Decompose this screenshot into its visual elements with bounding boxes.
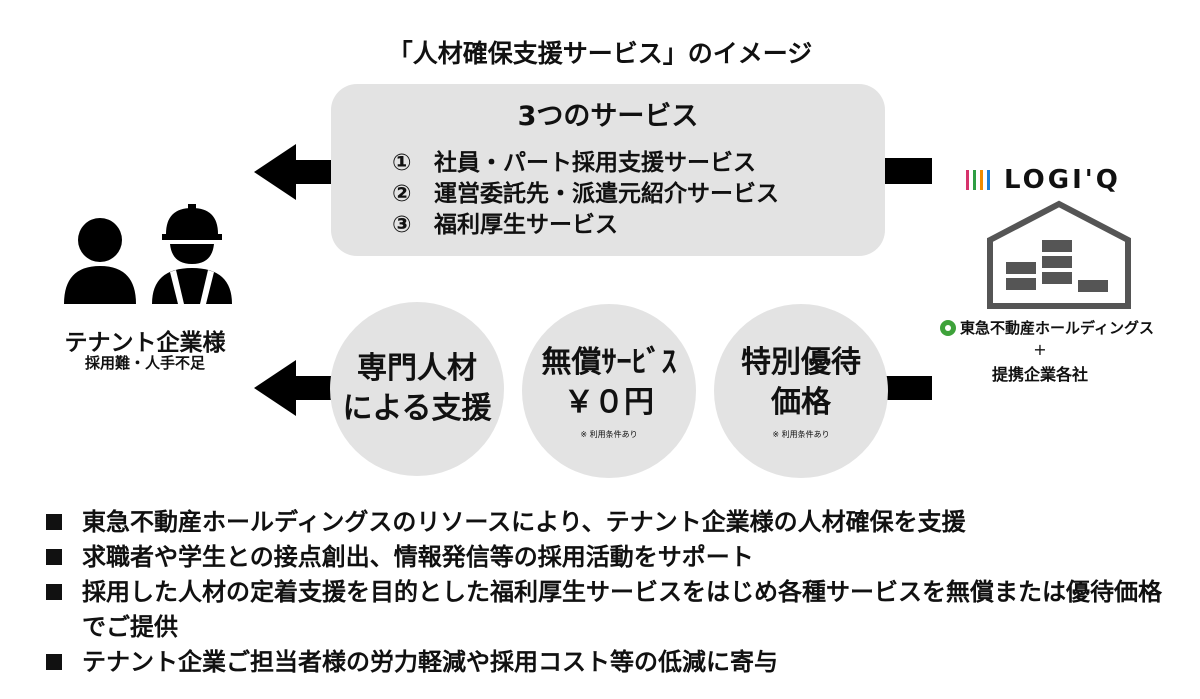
benefit-circle-special-price: 特別優待 価格 ※ 利用条件あり	[714, 304, 888, 478]
diagram-title: 「人材確保支援サービス」のイメージ	[387, 39, 813, 68]
warehouse-icon	[987, 200, 1131, 309]
tenant-people-icon	[64, 204, 232, 304]
logiq-logo: LOGI'Q	[966, 165, 1121, 195]
services-arrow	[254, 144, 932, 200]
services-box	[331, 84, 885, 256]
bullet-item: テナント企業ご担当者様の労力軽減や採用コスト等の低減に寄与	[46, 645, 1162, 680]
bullet-square-icon	[46, 654, 62, 670]
tokyu-company: 東急不動産ホールディングス	[940, 317, 1154, 338]
tokyu-logo-icon	[940, 319, 956, 336]
bullet-item: 東急不動産ホールディングスのリソースにより、テナント企業様の人材確保を支援	[46, 505, 1162, 540]
bullet-list: 東急不動産ホールディングスのリソースにより、テナント企業様の人材確保を支援 求職…	[46, 505, 1162, 680]
logiq-mark-icon	[966, 170, 990, 190]
tenant-sublabel: 採用難・人手不足	[84, 354, 205, 372]
bullet-item: 採用した人材の定着支援を目的とした福利厚生サービスをはじめ各種サービスを無償また…	[46, 575, 1162, 645]
tenant-label: テナント企業様	[64, 330, 226, 356]
bullet-item: 求職者や学生との接点創出、情報発信等の採用活動をサポート	[46, 540, 1162, 575]
bullet-square-icon	[46, 549, 62, 565]
bullet-square-icon	[46, 514, 62, 530]
services-heading: 3つのサービス	[517, 101, 699, 132]
benefit-circle-free-service: 無償ｻｰﾋﾞｽ ￥０円 ※ 利用条件あり	[522, 304, 696, 478]
benefit-circle-expert-support: 専門人材 による支援	[330, 302, 504, 476]
bullet-square-icon	[46, 584, 62, 600]
partners-label: 提携企業各社	[991, 365, 1088, 384]
plus-sign: +	[1033, 340, 1047, 359]
